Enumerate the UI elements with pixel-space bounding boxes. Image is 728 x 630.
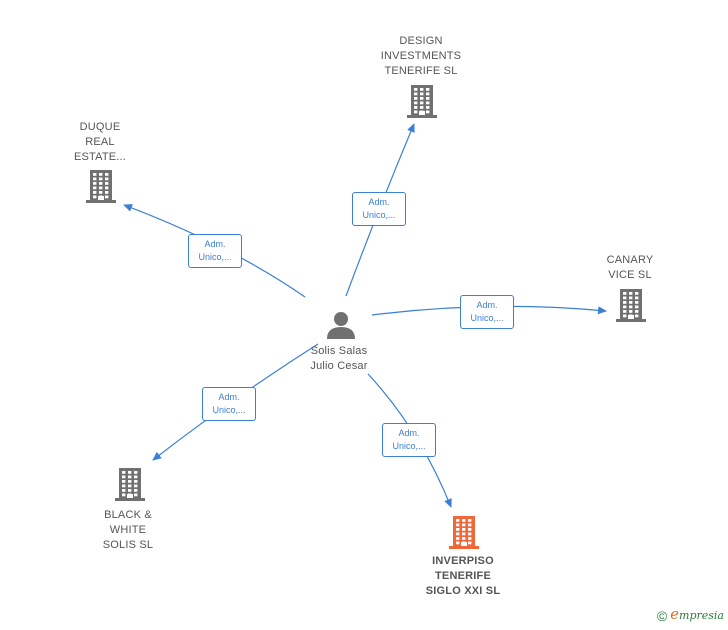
company-label-inverpiso[interactable]: INVERPISO TENERIFE SIGLO XXI SL <box>425 555 501 597</box>
building-icon[interactable] <box>616 289 646 322</box>
relation-label-canary: Adm. Unico,... <box>460 295 514 329</box>
brand-logo-text: mpresia <box>679 608 724 622</box>
person-icon[interactable] <box>327 312 355 339</box>
footer-brand: ©empresia <box>657 605 724 624</box>
company-label-design[interactable]: DESIGN INVESTMENTS TENERIFE SL <box>380 35 462 77</box>
person-label[interactable]: Solis Salas Julio Cesar <box>310 345 368 372</box>
relation-label-inverpiso: Adm. Unico,... <box>382 423 436 457</box>
company-label-black[interactable]: BLACK & WHITE SOLIS SL <box>102 509 154 551</box>
copyright-icon: © <box>656 608 668 624</box>
building-icon[interactable] <box>449 516 479 549</box>
building-icon[interactable] <box>407 85 437 118</box>
relation-label-black: Adm. Unico,... <box>202 387 256 421</box>
building-icon[interactable] <box>115 468 145 501</box>
company-label-canary[interactable]: CANARY VICE SL <box>606 254 654 281</box>
relation-label-duque: Adm. Unico,... <box>188 234 242 268</box>
brand-logo-e: e <box>670 604 680 623</box>
building-icon[interactable] <box>86 170 116 203</box>
relation-label-design: Adm. Unico,... <box>352 192 406 226</box>
company-label-duque[interactable]: DUQUE REAL ESTATE... <box>73 121 127 163</box>
